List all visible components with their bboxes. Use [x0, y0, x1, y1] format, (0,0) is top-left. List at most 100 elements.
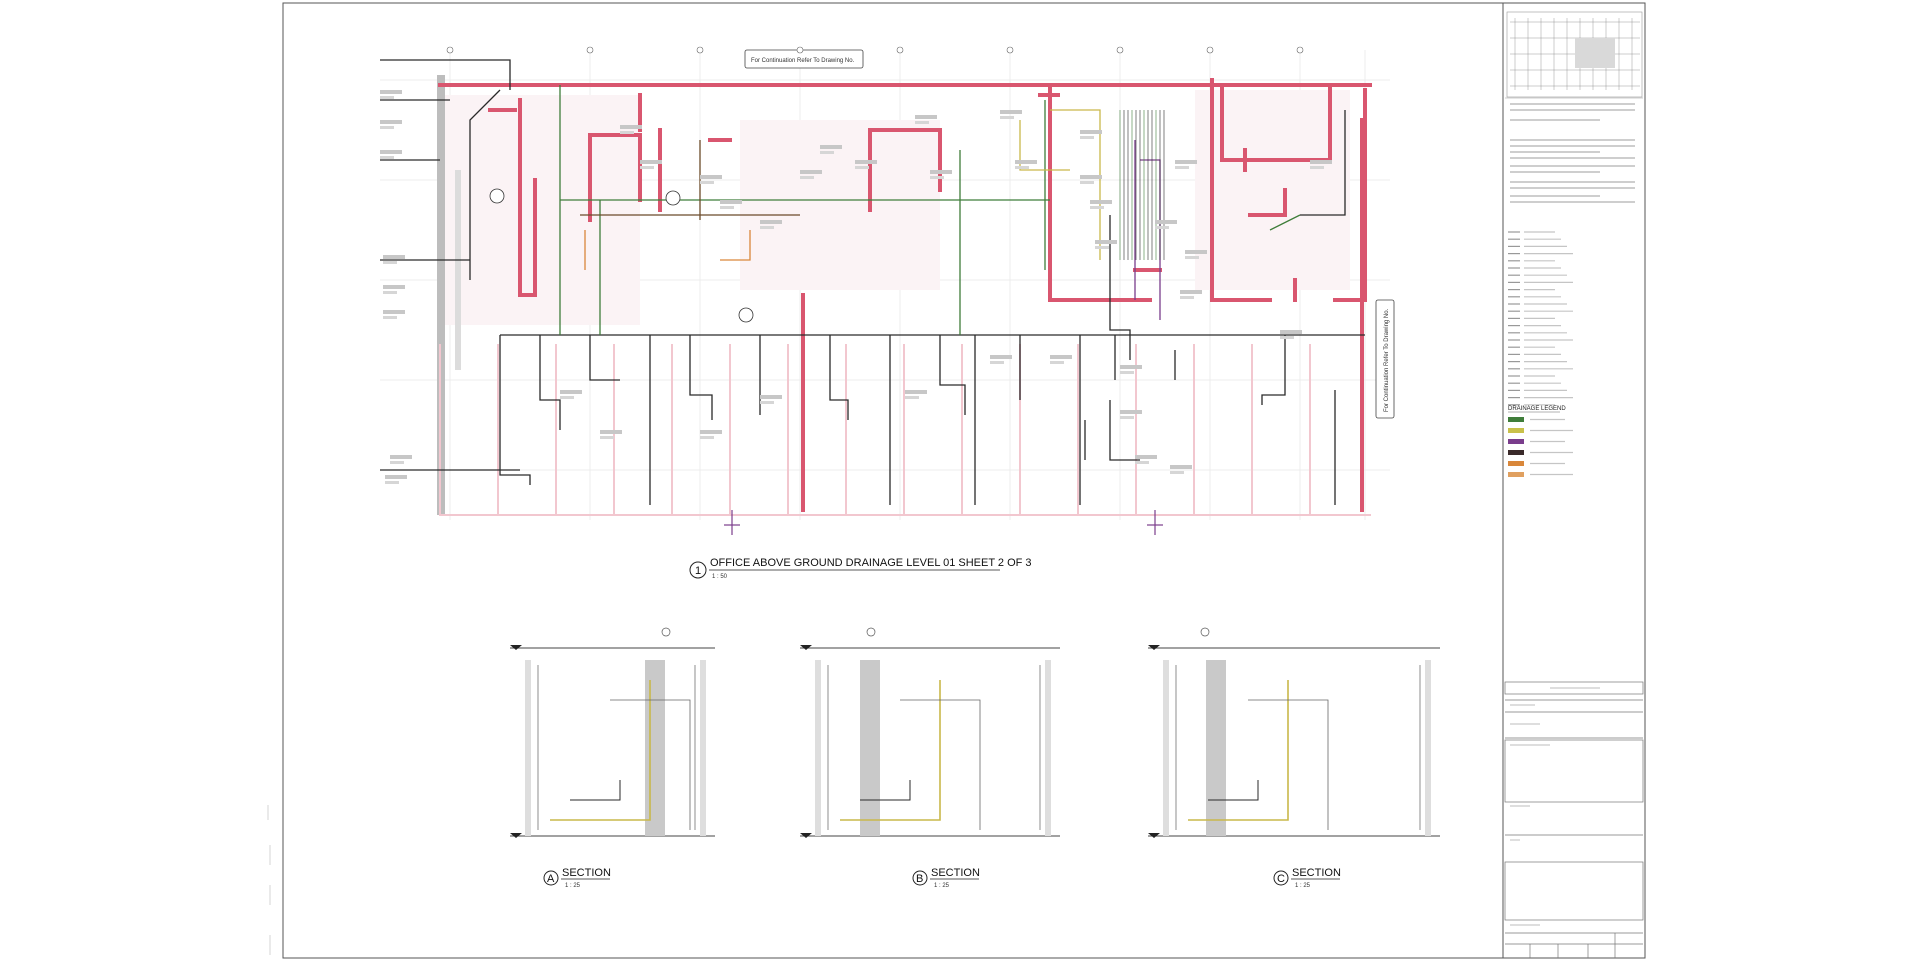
wall-hatch: [1206, 660, 1226, 836]
section-title-b: B SECTION 1 : 25: [912, 867, 980, 889]
pipe-tag: [390, 455, 412, 459]
section-c-label: SECTION: [1292, 867, 1341, 879]
pipe-tag: [600, 430, 622, 434]
pipe-tag: [1135, 461, 1149, 464]
section-pipe: [860, 780, 911, 801]
pipe-tag: [380, 90, 402, 94]
wall-hatch: [700, 660, 706, 836]
pipe-tag: [1080, 175, 1102, 179]
grey-column-strip-2: [455, 170, 461, 370]
grid-bubble: [866, 627, 876, 637]
section-b-label: SECTION: [931, 867, 980, 879]
pipe-tag: [600, 436, 614, 439]
pipe-tag: [383, 291, 397, 294]
pipe-tag: [385, 475, 407, 479]
level-marker: [510, 645, 522, 650]
pipe: [380, 59, 511, 90]
pipe: [469, 89, 501, 280]
pipe-tag: [915, 115, 937, 119]
pipe-tag: [640, 166, 654, 169]
plan-title: OFFICE ABOVE GROUND DRAINAGE LEVEL 01 SH…: [710, 557, 1032, 569]
pipe: [1269, 214, 1301, 231]
pipe-tag: [640, 160, 662, 164]
pipe-tag: [383, 310, 405, 314]
pipe-tag: [1120, 371, 1134, 374]
drainage-legend-heading: DRAINAGE LEGEND: [1508, 406, 1566, 412]
pipe-tag: [1180, 296, 1194, 299]
pipe-tag: [800, 170, 822, 174]
grid-marker: [446, 46, 454, 54]
pipe: [499, 335, 531, 485]
pipe-tag: [383, 261, 397, 264]
pipe-tag: [1175, 166, 1189, 169]
level-marker: [800, 645, 812, 650]
right-callout-box: [1375, 299, 1395, 419]
pipe-tag: [1175, 160, 1197, 164]
pipe-tag: [1090, 200, 1112, 204]
pipe-tags: [380, 90, 1332, 484]
pipe-tag: [560, 390, 582, 394]
section-pipe: [1248, 699, 1329, 830]
pipe-tag: [1155, 220, 1177, 224]
pipe-tag: [855, 166, 869, 169]
pipe-tag: [855, 160, 877, 164]
pipe-tag: [1000, 110, 1022, 114]
title-block-boxes: [1504, 681, 1644, 958]
pipe-tag: [1310, 166, 1324, 169]
pipe-tag: [1015, 160, 1037, 164]
pipe-tag: [930, 170, 952, 174]
section-title-c: C SECTION 1 : 25: [1273, 867, 1341, 889]
pipe-tag: [1080, 136, 1094, 139]
plan-title-block: 1 OFFICE ABOVE GROUND DRAINAGE LEVEL 01 …: [689, 557, 1032, 580]
pipe: [1050, 109, 1101, 260]
pipe-tag: [1080, 181, 1094, 184]
pipe: [829, 335, 849, 420]
legend: [1508, 231, 1573, 406]
pipe-tag: [700, 430, 722, 434]
pipe-tag: [1050, 355, 1072, 359]
pipe: [689, 335, 713, 420]
pipe-tag: [1000, 116, 1014, 119]
walls: [438, 78, 1372, 516]
grid-marker: [1296, 46, 1304, 54]
level-marker: [1148, 645, 1160, 650]
section-a-scale: 1 : 25: [565, 883, 581, 889]
pipe: [1109, 400, 1140, 461]
pipe-tag: [820, 145, 842, 149]
grey-column-strip: [437, 75, 445, 515]
section-b-letter: B: [916, 873, 923, 885]
grid-marker: [896, 46, 904, 54]
pipe-tag: [390, 461, 404, 464]
section-pipe: [900, 699, 981, 830]
pipe-tag: [700, 181, 714, 184]
pipe-tag: [1185, 256, 1199, 259]
pipe-tag: [380, 120, 402, 124]
grid-marker: [1006, 46, 1014, 54]
pipe-tag: [1120, 416, 1134, 419]
pipe-tag: [700, 175, 722, 179]
grid-marker: [1116, 46, 1124, 54]
grid-marker: [696, 46, 704, 54]
pipe-tag: [1170, 465, 1192, 469]
plan-number: 1: [695, 565, 701, 577]
pipe-tag: [1120, 365, 1142, 369]
pipe-tag: [700, 436, 714, 439]
pipe-tag: [1090, 206, 1104, 209]
pipe-tag: [380, 96, 394, 99]
level-marker: [800, 833, 812, 838]
section-title-a: A SECTION 1 : 25: [543, 867, 611, 889]
key-plan-highlight: [1575, 38, 1615, 68]
sections: [510, 627, 1440, 838]
pipe-tag: [800, 176, 814, 179]
key-plan-frame: [1506, 11, 1643, 98]
pipe: [589, 335, 620, 381]
pipe-tag: [1135, 455, 1157, 459]
pipe-tag: [380, 126, 394, 129]
pipe: [1109, 215, 1131, 360]
legend-swatch: [1508, 450, 1524, 455]
grid-markers: [446, 46, 1304, 54]
section-b-scale: 1 : 25: [934, 883, 950, 889]
pipe-tag: [1050, 361, 1064, 364]
pipe-tag: [560, 396, 574, 399]
legend-swatch: [1508, 461, 1524, 466]
